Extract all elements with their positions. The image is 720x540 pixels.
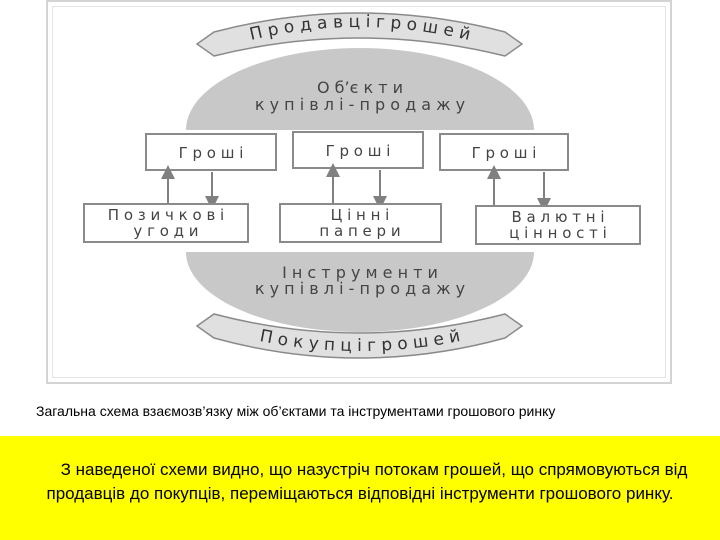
objects-ellipse bbox=[186, 48, 534, 130]
instrument-box-securities-line1: Ц і н н і bbox=[331, 206, 390, 224]
instrument-box-securities-line2: п а п е р и bbox=[319, 222, 400, 240]
instrument-box-loans bbox=[83, 203, 249, 243]
money-box-center-label: Г р о ш і bbox=[326, 142, 391, 160]
conclusion-text: З наведеної схеми видно, що назустріч по… bbox=[46, 460, 688, 503]
instruments-title-line1: І н с т р у м е н т и bbox=[282, 263, 438, 282]
instrument-box-loans-line1: П о з и ч к о в і bbox=[108, 206, 224, 224]
bottom-arch-banner bbox=[195, 313, 524, 359]
instruments-title-line2: к у п і в л і - п р о д а ж у bbox=[255, 279, 465, 298]
conclusion-highlight-box: З наведеної схеми видно, що назустріч по… bbox=[0, 436, 720, 540]
instrument-box-currency bbox=[475, 205, 641, 245]
instrument-box-securities bbox=[279, 203, 442, 243]
objects-title-line1: О б’є к т и bbox=[317, 78, 403, 97]
money-box-right-label: Г р о ш і bbox=[472, 144, 537, 162]
money-market-diagram: П р о д а в ц і г р о ш е й О б’є к т и … bbox=[83, 12, 641, 359]
instrument-box-currency-line1: В а л ю т н і bbox=[511, 208, 604, 226]
instrument-box-loans-line2: у г о д и bbox=[133, 222, 198, 240]
money-box-left bbox=[145, 133, 277, 171]
money-box-center bbox=[292, 131, 424, 169]
top-arch-banner bbox=[195, 12, 524, 57]
money-box-right bbox=[439, 133, 569, 171]
diagram-caption: Загальна схема взаємозв’язку між об’єкта… bbox=[36, 403, 556, 419]
money-box-left-label: Г р о ш і bbox=[179, 144, 244, 162]
instrument-box-currency-line2: ц і н н о с т і bbox=[509, 224, 607, 242]
objects-title-line2: к у п і в л і - п р о д а ж у bbox=[255, 95, 465, 114]
instruments-ellipse bbox=[186, 252, 534, 332]
